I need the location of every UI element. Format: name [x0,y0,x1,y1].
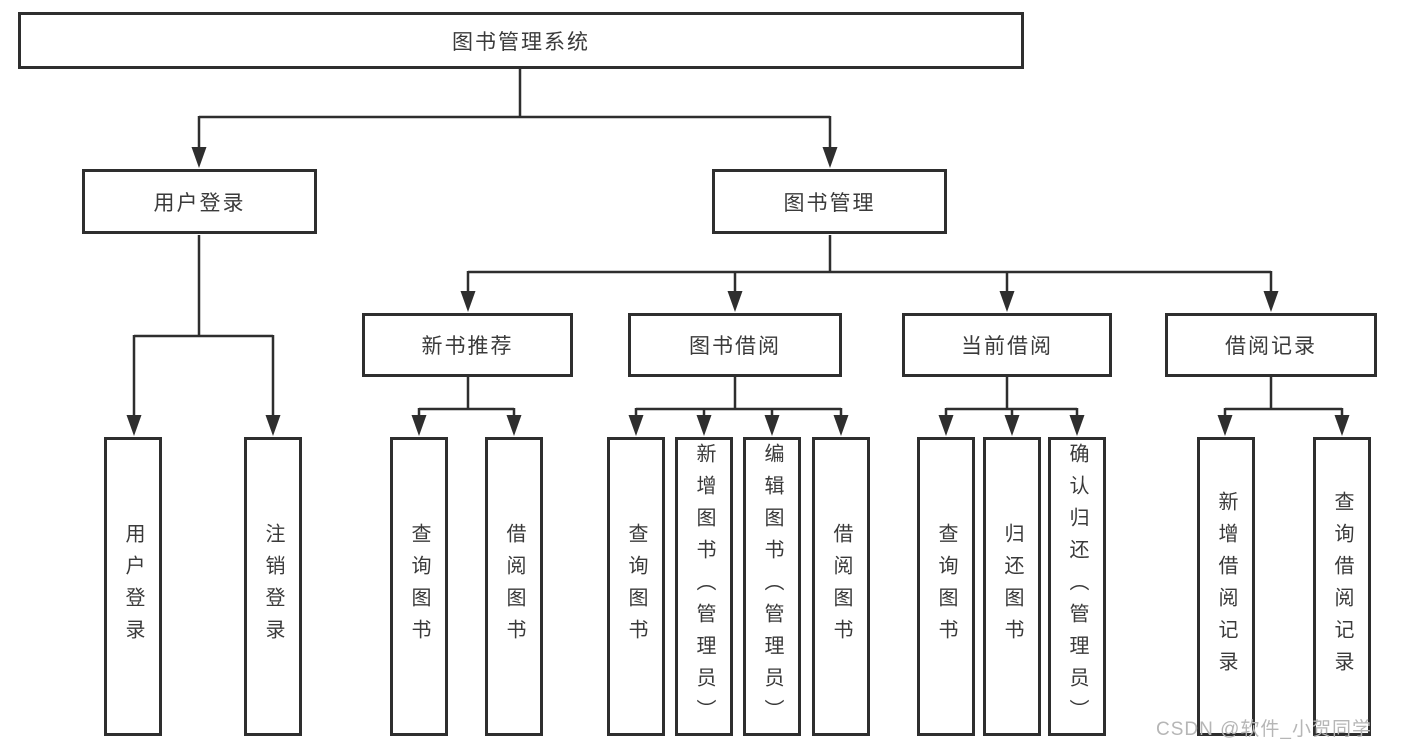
node-label: 新书推荐 [421,335,514,358]
node-label: 新增借阅记录 [1215,490,1237,683]
leaf-confirm-return-admin: 确认归还（管理员） [1048,437,1106,736]
leaf-user-login: 用户登录 [104,437,162,736]
node-label: 查询借阅记录 [1331,490,1353,683]
leaf-query-borrow-record: 查询借阅记录 [1313,437,1371,736]
leaf-query-books-borrow: 查询图书 [607,437,665,736]
node-label: 归还图书 [1001,522,1023,651]
watermark-text: CSDN @软件_小贺同学 [1156,719,1372,740]
node-book-management: 图书管理 [712,169,947,234]
node-label: 查询图书 [935,522,957,651]
leaf-return-books: 归还图书 [983,437,1041,736]
node-label: 新增图书（管理员） [693,442,715,731]
node-book-borrowing: 图书借阅 [628,313,842,377]
leaf-add-borrow-record: 新增借阅记录 [1197,437,1255,736]
node-library-management-system: 图书管理系统 [18,12,1024,69]
leaf-edit-books-admin: 编辑图书（管理员） [743,437,801,736]
leaf-query-books-recommend: 查询图书 [390,437,448,736]
node-user-login: 用户登录 [82,169,317,234]
node-label: 查询图书 [625,522,647,651]
node-label: 用户登录 [153,191,246,215]
node-label: 图书借阅 [689,335,781,358]
node-label: 确认归还（管理员） [1066,442,1088,731]
node-label: 借阅记录 [1225,335,1317,358]
node-label: 当前借阅 [961,335,1053,358]
node-current-borrowing: 当前借阅 [902,313,1112,377]
node-label: 查询图书 [408,522,430,651]
node-label: 用户登录 [122,522,144,651]
node-borrowing-records: 借阅记录 [1165,313,1377,377]
leaf-borrow-books: 借阅图书 [812,437,870,736]
node-label: 图书管理系统 [452,30,590,54]
node-label: 注销登录 [262,522,284,651]
leaf-logout: 注销登录 [244,437,302,736]
node-label: 借阅图书 [830,522,852,651]
leaf-query-books-current: 查询图书 [917,437,975,736]
node-label: 借阅图书 [503,522,525,651]
node-label: 图书管理 [783,191,876,215]
leaf-borrow-books-recommend: 借阅图书 [485,437,543,736]
leaf-add-books-admin: 新增图书（管理员） [675,437,733,736]
node-label: 编辑图书（管理员） [761,442,783,731]
node-new-book-recommend: 新书推荐 [362,313,573,377]
